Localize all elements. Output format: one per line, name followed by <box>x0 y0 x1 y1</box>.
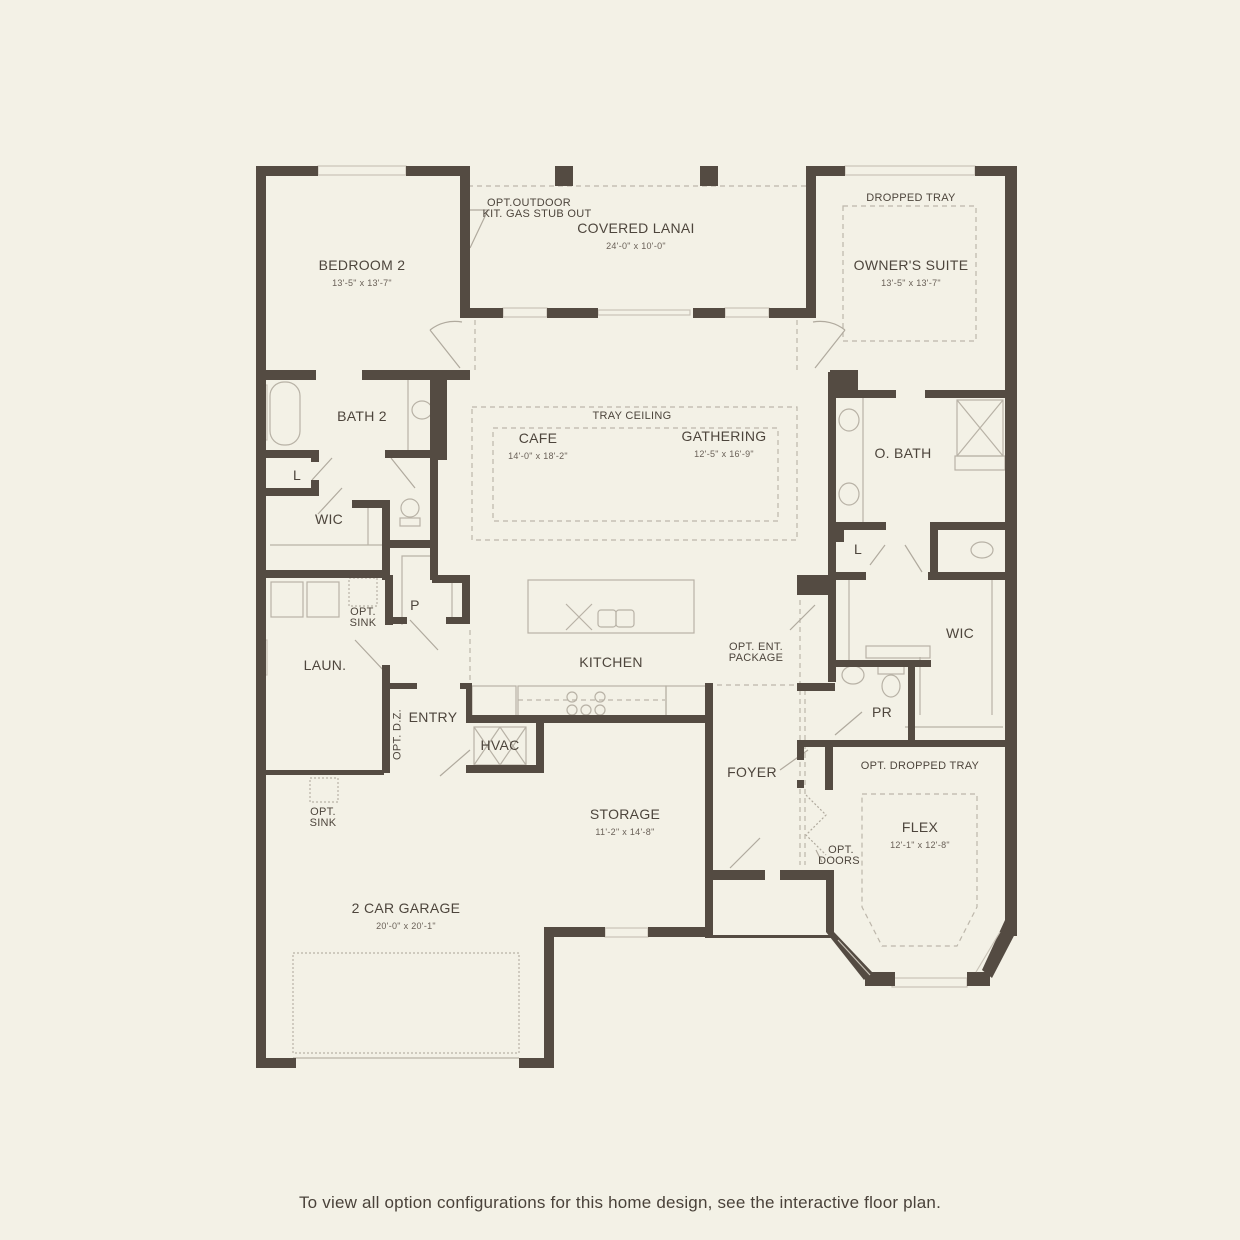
gathering-label: GATHERING <box>681 428 767 444</box>
flex-doors-line1: OPT. <box>828 844 854 856</box>
flex-dims: 12'-1" x 12'-8" <box>890 840 950 850</box>
ent-package-line2: PACKAGE <box>728 652 784 664</box>
bay-windows <box>837 931 1001 976</box>
owners-ceiling-label: DROPPED TRAY <box>866 192 956 204</box>
gathering-dims: 12'-5" x 16'-9" <box>694 449 754 459</box>
ent-package-line1: OPT. ENT. <box>728 641 784 653</box>
owners-suite-dims: 13'-5" x 13'-7" <box>881 278 941 288</box>
fixtures <box>257 165 1016 1059</box>
flex-ceiling-label: OPT. DROPPED TRAY <box>860 760 980 772</box>
garage-dims: 20'-0" x 20'-1" <box>376 921 436 931</box>
tray-ceiling-label: TRAY CEILING <box>592 410 672 422</box>
laundry-sink-line2: SINK <box>349 617 377 629</box>
wic-right-label: WIC <box>945 625 975 641</box>
entry-label: ENTRY <box>408 709 458 725</box>
storage-label: STORAGE <box>589 806 661 822</box>
lanai-note-line2: KIT. GAS STUB OUT <box>482 208 592 220</box>
linen-right-label: L <box>853 541 863 557</box>
flex-doors-line2: DOORS <box>818 855 860 867</box>
pantry-label: P <box>410 597 420 613</box>
foyer-label: FOYER <box>727 764 777 780</box>
owners-suite-label: OWNER'S SUITE <box>853 257 969 273</box>
cafe-dims: 14'-0" x 18'-2" <box>508 451 568 461</box>
wic-left-label: WIC <box>314 511 344 527</box>
drop-zone-label: OPT. D.Z. <box>391 709 404 760</box>
powder-label: PR <box>871 704 893 720</box>
hvac-label: HVAC <box>480 737 520 753</box>
bedroom2-label: BEDROOM 2 <box>318 257 406 273</box>
garage-sink-line2: SINK <box>309 817 337 829</box>
laundry-sink-line1: OPT. <box>350 606 376 618</box>
lanai-label: COVERED LANAI <box>577 220 695 236</box>
laundry-label: LAUN. <box>303 657 347 673</box>
bath2-label: BATH 2 <box>337 408 387 424</box>
lanai-note-line1: OPT.OUTDOOR <box>487 197 571 209</box>
flex-label: FLEX <box>901 819 939 835</box>
door-swings <box>311 209 923 869</box>
linen-left-label: L <box>292 467 302 483</box>
garage-label: 2 CAR GARAGE <box>351 900 461 916</box>
bedroom2-dims: 13'-5" x 13'-7" <box>332 278 392 288</box>
cafe-label: CAFE <box>518 430 558 446</box>
lanai-dims: 24'-0" x 10'-0" <box>606 241 666 251</box>
obath-label: O. BATH <box>874 445 932 461</box>
kitchen-label: KITCHEN <box>579 654 643 670</box>
garage-sink-line1: OPT. <box>310 806 336 818</box>
storage-dims: 11'-2" x 14'-8" <box>595 827 655 837</box>
ceiling-outlines <box>468 185 978 947</box>
interactive-plan-note: To view all option configurations for th… <box>298 1193 942 1212</box>
walls <box>256 166 1017 1068</box>
